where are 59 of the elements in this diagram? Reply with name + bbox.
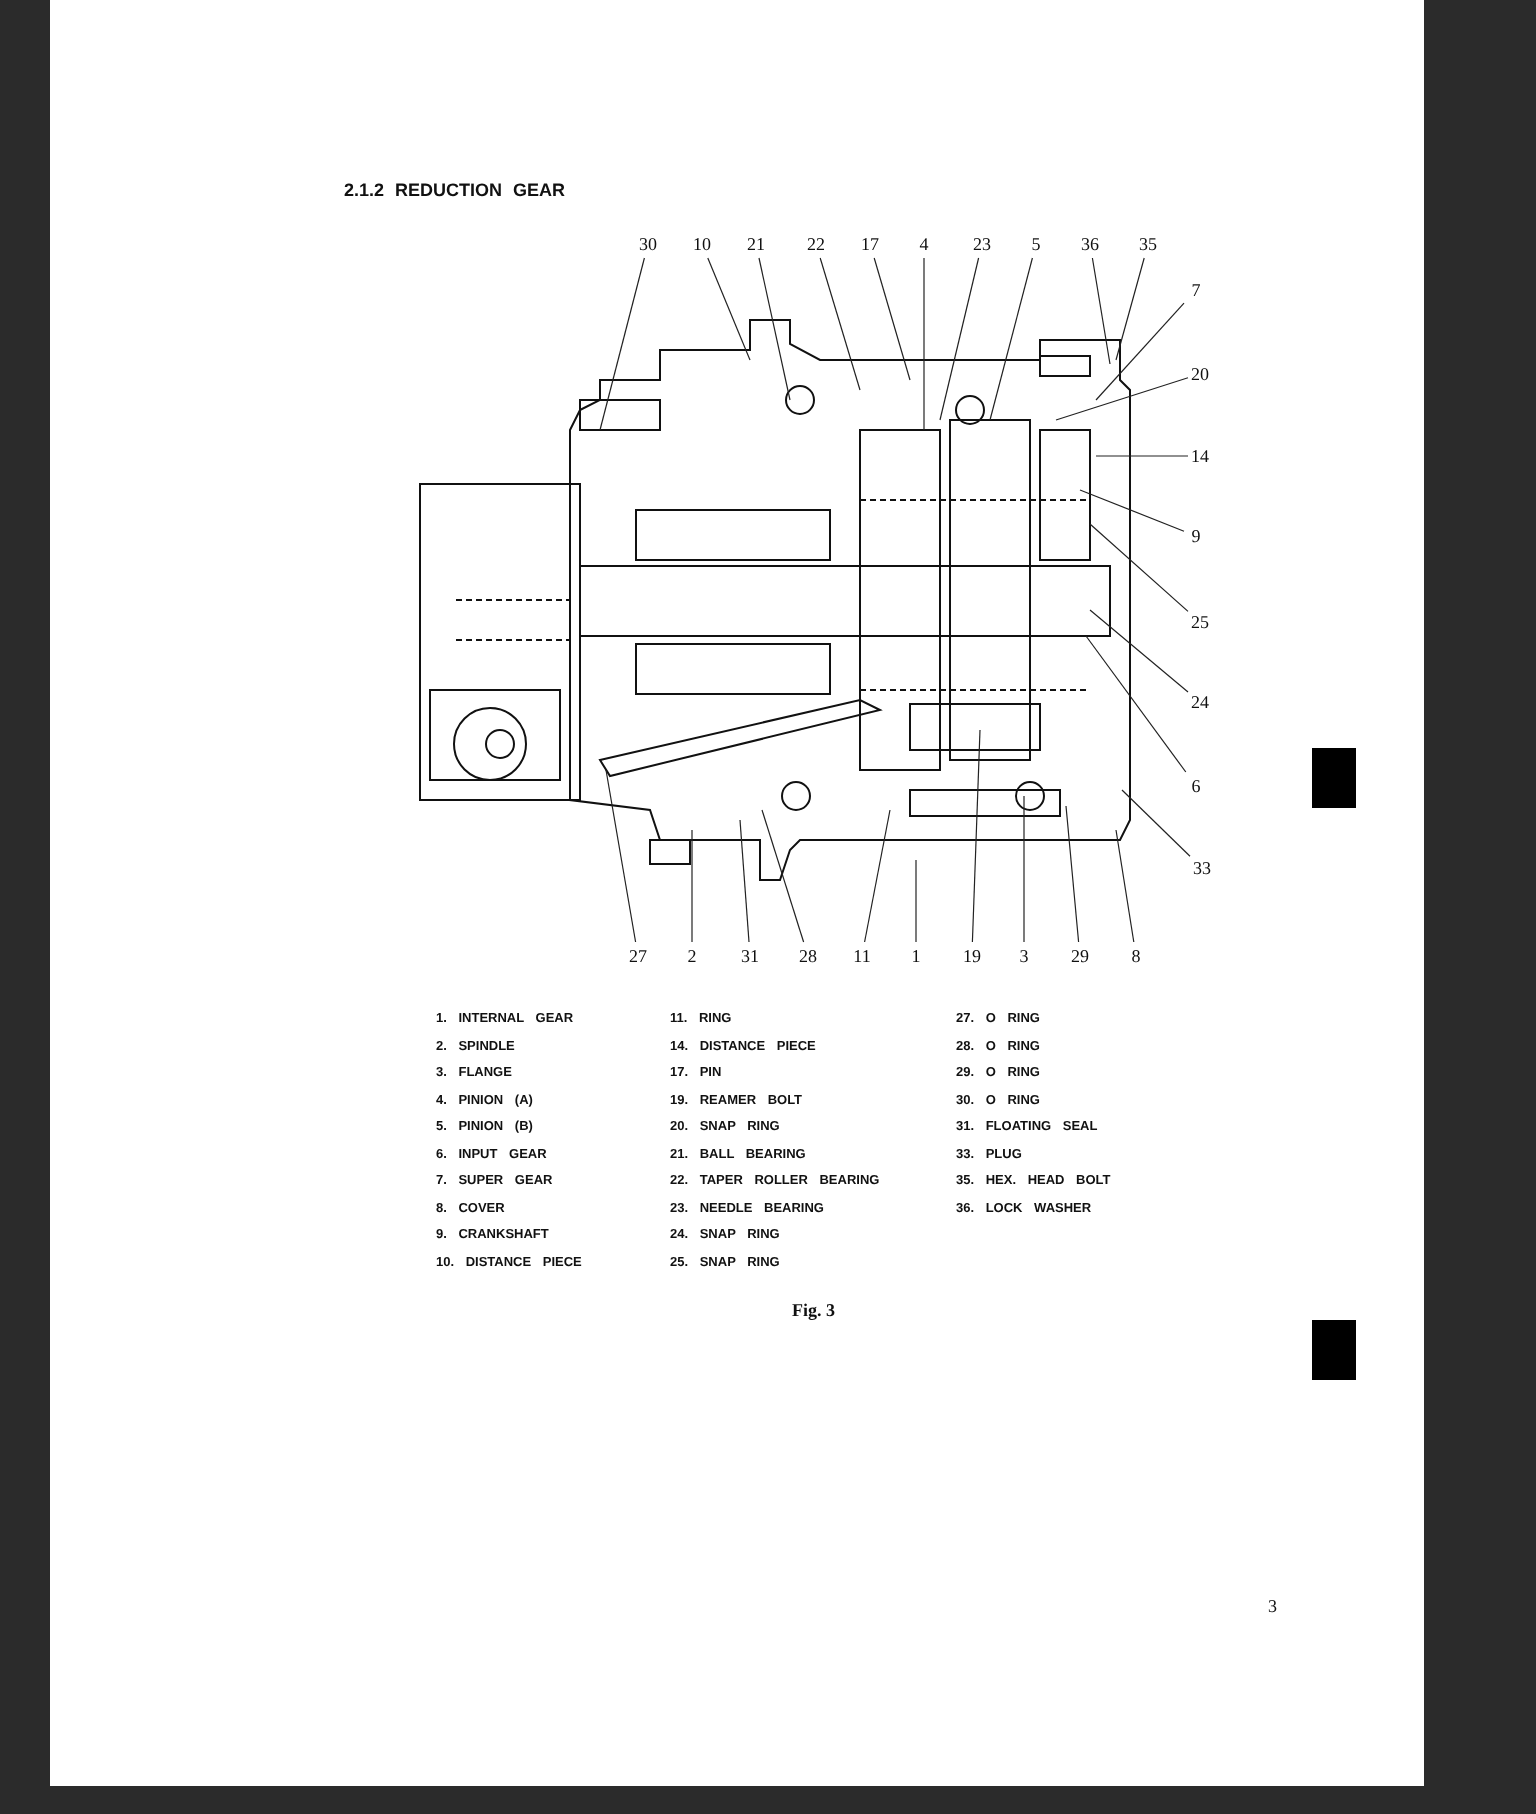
section-title: 2.1.2 REDUCTION GEAR: [344, 180, 566, 200]
callout-number: 36: [1074, 233, 1106, 255]
callout-number: 1: [900, 945, 932, 967]
callout-number: 8: [1120, 945, 1152, 967]
callout-number: 35: [1132, 233, 1164, 255]
leader-line: [1095, 302, 1185, 401]
callout-number: 7: [1180, 279, 1212, 301]
callout-number: 21: [740, 233, 772, 255]
leader-line: [761, 809, 805, 943]
leader-line: [707, 257, 751, 361]
leader-line: [1085, 635, 1187, 773]
callout-number: 22: [800, 233, 832, 255]
leader-line: [1023, 795, 1025, 943]
callout-number: 27: [622, 945, 654, 967]
leader-line: [819, 257, 861, 391]
leader-line: [1065, 805, 1080, 943]
callout-number: 24: [1184, 691, 1216, 713]
callout-number: 28: [792, 945, 824, 967]
leader-line: [873, 257, 911, 381]
callout-number: 29: [1064, 945, 1096, 967]
leader-line: [599, 257, 645, 431]
leader-line: [864, 809, 891, 943]
callout-number: 11: [846, 945, 878, 967]
callout-number: 6: [1180, 775, 1212, 797]
leader-line: [758, 257, 791, 401]
leader-line: [739, 819, 750, 943]
callout-number: 25: [1184, 611, 1216, 633]
leader-line: [1089, 609, 1189, 693]
callout-number: 2: [676, 945, 708, 967]
callout-number: 20: [1184, 363, 1216, 385]
leader-line: [1089, 523, 1189, 612]
leader-line: [1091, 257, 1111, 365]
leader-line: [1095, 455, 1189, 457]
leader-line: [939, 257, 980, 421]
callout-number: 30: [632, 233, 664, 255]
callout-number: 9: [1180, 525, 1212, 547]
callout-number: 31: [734, 945, 766, 967]
callout-number: 10: [686, 233, 718, 255]
leader-line: [1115, 257, 1145, 361]
callout-number: 17: [854, 233, 886, 255]
leader-line: [971, 729, 981, 943]
leader-line: [923, 257, 925, 431]
leader-line: [1079, 489, 1185, 532]
leader-line: [691, 829, 693, 943]
page-number: 3: [1268, 1596, 1277, 1616]
leader-line: [1115, 829, 1135, 943]
leader-line: [915, 859, 917, 943]
callout-number: 4: [908, 233, 940, 255]
callout-number: 19: [956, 945, 988, 967]
callout-number: 14: [1184, 445, 1216, 467]
leader-line: [605, 769, 637, 943]
leader-line: [989, 257, 1033, 421]
callout-number: 3: [1008, 945, 1040, 967]
leader-line: [1121, 789, 1191, 857]
callout-number: 33: [1186, 857, 1218, 879]
leader-line: [1055, 377, 1189, 421]
figure-caption: Fig. 3: [792, 1300, 835, 1320]
callout-number: 23: [966, 233, 998, 255]
callout-number: 5: [1020, 233, 1052, 255]
